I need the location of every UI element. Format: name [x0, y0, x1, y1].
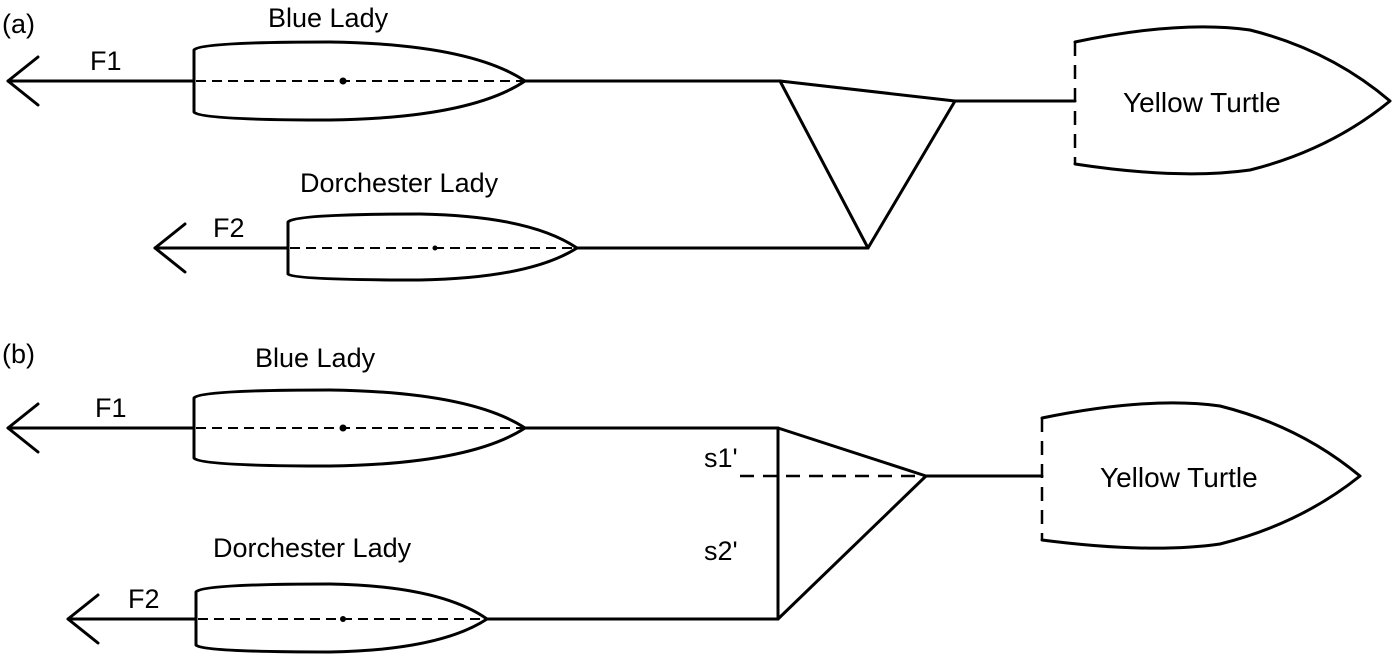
panel-b-tag: (b) [2, 339, 35, 369]
segment-s1-label: s1' [704, 443, 738, 473]
force-f2-arrow-b [66, 593, 198, 645]
tow-bridle-b [485, 426, 1044, 621]
boat-blue-lady-label-b: Blue Lady [255, 343, 376, 373]
boat-dorchester-lady [286, 212, 579, 282]
force-f1-label: F1 [90, 46, 122, 76]
panel-b: (b) F1 Blue Lady F2 Dorchester Lady [2, 339, 1362, 654]
force-f1-label-b: F1 [95, 393, 127, 423]
towed-vessel-yellow-turtle-b [1040, 401, 1362, 550]
boat-dorchester-lady-label: Dorchester Lady [300, 168, 499, 198]
segment-s2-label: s2' [704, 536, 738, 566]
boat-blue-lady-b [192, 388, 527, 468]
force-f2-label: F2 [213, 213, 245, 243]
towed-vessel-yellow-turtle-a [1073, 25, 1392, 176]
boat-dorchester-lady-label-b: Dorchester Lady [213, 533, 412, 563]
yellow-turtle-label-a: Yellow Turtle [1123, 87, 1281, 118]
yellow-turtle-label-b: Yellow Turtle [1100, 462, 1258, 493]
force-f2-arrow [153, 222, 290, 274]
tow-bridle-a [523, 79, 1077, 250]
force-f1-arrow-b [6, 402, 196, 454]
boat-dorchester-lady-b [194, 582, 489, 654]
boat-blue-lady-label: Blue Lady [268, 3, 389, 33]
force-f1-arrow [6, 55, 196, 107]
panel-a-tag: (a) [2, 9, 35, 39]
force-f2-label-b: F2 [128, 584, 160, 614]
panel-a: (a) F1 Blue Lady F2 Dorchester Lady [2, 3, 1392, 282]
boat-blue-lady [192, 40, 527, 122]
